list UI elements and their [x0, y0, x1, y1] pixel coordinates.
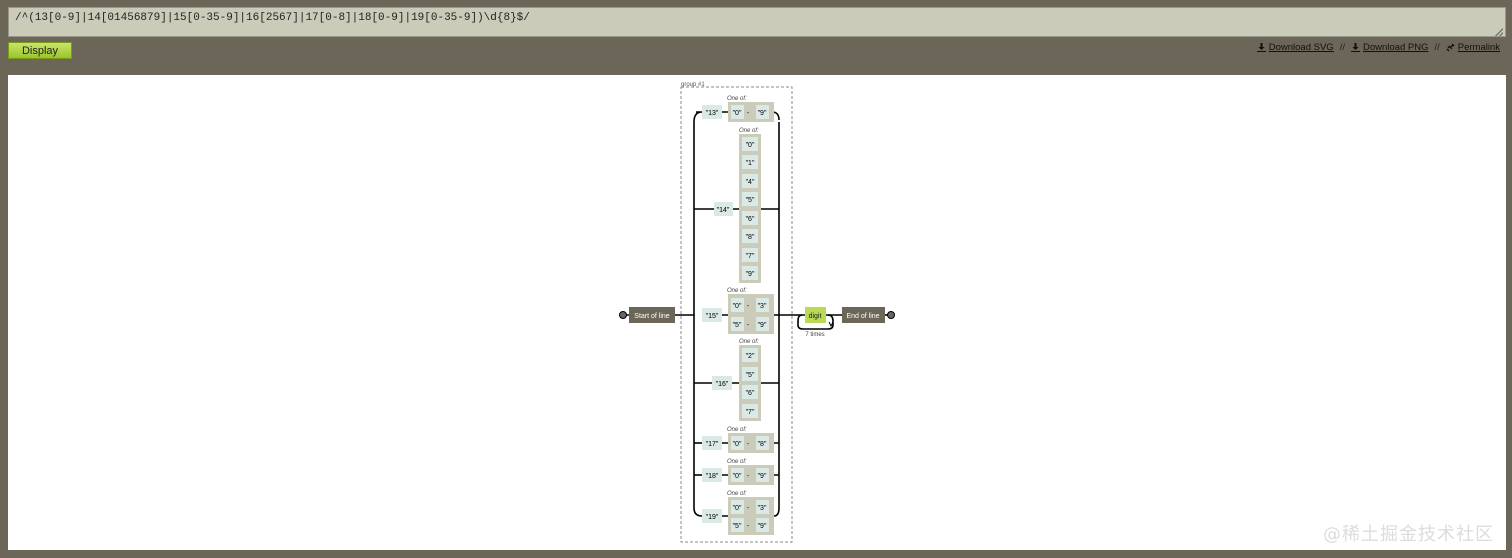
svg-text:-: - — [747, 523, 750, 530]
svg-text:"2": "2" — [746, 353, 755, 360]
svg-text:"0": "0" — [733, 473, 742, 480]
svg-text:"13": "13" — [706, 110, 719, 117]
download-png-link[interactable]: Download PNG — [1350, 42, 1428, 53]
permalink-link[interactable]: Permalink — [1446, 42, 1500, 53]
svg-text:-: - — [747, 505, 750, 512]
svg-text:"9": "9" — [758, 322, 767, 329]
svg-text:"4": "4" — [746, 179, 755, 186]
end-of-line-label: End of line — [846, 313, 879, 320]
charset-14 — [739, 134, 761, 283]
svg-text:"7": "7" — [746, 409, 755, 416]
svg-text:"0": "0" — [746, 142, 755, 149]
digit-label: digit — [809, 313, 822, 320]
download-icon — [1256, 43, 1266, 52]
svg-text:"3": "3" — [758, 505, 767, 512]
svg-text:"0": "0" — [733, 110, 742, 117]
repeat-label: 7 times — [805, 332, 824, 338]
svg-text:-: - — [747, 322, 750, 329]
one-of-label: One of: — [739, 128, 759, 134]
start-of-line-label: Start of line — [634, 313, 670, 320]
svg-text:"16": "16" — [716, 381, 729, 388]
svg-text:"0": "0" — [733, 441, 742, 448]
one-of-label: One of: — [739, 339, 759, 345]
svg-text:"14": "14" — [717, 207, 730, 214]
svg-text:"5": "5" — [733, 322, 742, 329]
charset-16 — [739, 345, 761, 421]
literal-16 — [712, 376, 732, 390]
regex-input[interactable]: /^(13[0-9]|14[01456879]|15[0-35-9]|16[25… — [8, 7, 1506, 37]
svg-text:"15": "15" — [706, 313, 719, 320]
display-button[interactable]: Display — [8, 42, 72, 59]
svg-text:"9": "9" — [758, 473, 767, 480]
digit-node — [805, 307, 826, 323]
literal-19 — [702, 509, 722, 523]
download-svg-link[interactable]: Download SVG — [1256, 42, 1334, 53]
link-icon — [1446, 43, 1455, 52]
svg-text:"8": "8" — [758, 441, 767, 448]
one-of-label: One of: — [727, 491, 747, 497]
literal-13 — [702, 105, 722, 119]
svg-text:"1": "1" — [746, 160, 755, 167]
svg-text:"0": "0" — [733, 505, 742, 512]
one-of-label: One of: — [727, 96, 747, 102]
watermark: @稀土掘金技术社区 — [1323, 524, 1494, 545]
svg-text:"6": "6" — [746, 216, 755, 223]
end-of-line-node — [842, 307, 885, 323]
literal-14 — [714, 202, 733, 216]
literal-17 — [702, 436, 722, 450]
svg-text:-: - — [747, 110, 750, 117]
svg-text:"9": "9" — [758, 110, 767, 117]
svg-text:"18": "18" — [706, 473, 719, 480]
diagram-canvas: group #1 Start of line End of line digit… — [8, 75, 1506, 550]
svg-text:"3": "3" — [758, 303, 767, 310]
svg-text:"5": "5" — [733, 523, 742, 530]
svg-text:"7": "7" — [746, 253, 755, 260]
svg-text:"19": "19" — [706, 514, 719, 521]
one-of-label: One of: — [727, 459, 747, 465]
svg-text:"6": "6" — [746, 390, 755, 397]
svg-text:"5": "5" — [746, 372, 755, 379]
literal-18 — [702, 468, 722, 482]
download-icon — [1350, 43, 1360, 52]
resize-handle[interactable] — [1495, 28, 1503, 36]
literal-15 — [702, 308, 722, 322]
svg-text:-: - — [747, 441, 750, 448]
svg-text:"17": "17" — [706, 441, 719, 448]
svg-text:"8": "8" — [746, 234, 755, 241]
railroad-diagram: group #1 Start of line End of line digit… — [619, 82, 895, 543]
group-label: group #1 — [681, 82, 705, 88]
svg-text:"0": "0" — [733, 303, 742, 310]
one-of-label: One of: — [727, 427, 747, 433]
svg-text:"9": "9" — [746, 271, 755, 278]
one-of-label: One of: — [727, 288, 747, 294]
svg-text:"9": "9" — [758, 523, 767, 530]
download-links: Download SVG // Download PNG // Permalin… — [1256, 42, 1500, 53]
link-separator: // — [1339, 42, 1345, 53]
link-separator: // — [1434, 42, 1440, 53]
start-of-line-node — [629, 307, 675, 323]
svg-text:-: - — [747, 473, 750, 480]
svg-text:"5": "5" — [746, 197, 755, 204]
svg-text:-: - — [747, 303, 750, 310]
